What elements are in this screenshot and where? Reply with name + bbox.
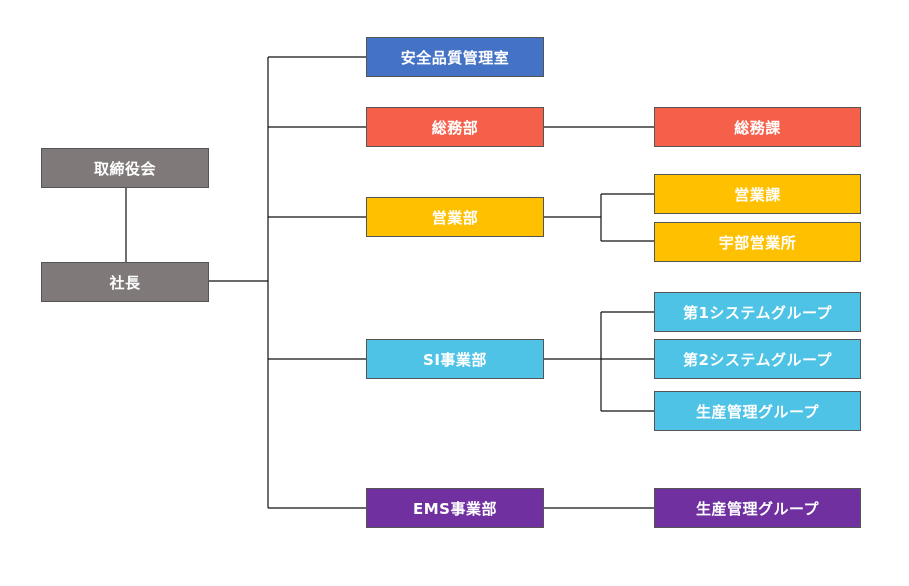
general-affairs-section-box: 総務課 (654, 107, 861, 147)
ems-production-group-box: 生産管理グループ (654, 488, 861, 528)
system-group-1-box: 第1システムグループ (654, 292, 861, 332)
si-production-group-box: 生産管理グループ (654, 391, 861, 431)
sales-dept-box: 営業部 (366, 197, 544, 237)
general-affairs-dept-box: 総務部 (366, 107, 544, 147)
board-box: 取締役会 (41, 148, 209, 188)
president-box: 社長 (41, 262, 209, 302)
safety-office-box: 安全品質管理室 (366, 37, 544, 77)
sales-section-box: 営業課 (654, 174, 861, 214)
ube-office-box: 宇部営業所 (654, 222, 861, 262)
ems-dept-box: EMS事業部 (366, 488, 544, 528)
si-dept-box: SI事業部 (366, 339, 544, 379)
system-group-2-box: 第2システムグループ (654, 339, 861, 379)
